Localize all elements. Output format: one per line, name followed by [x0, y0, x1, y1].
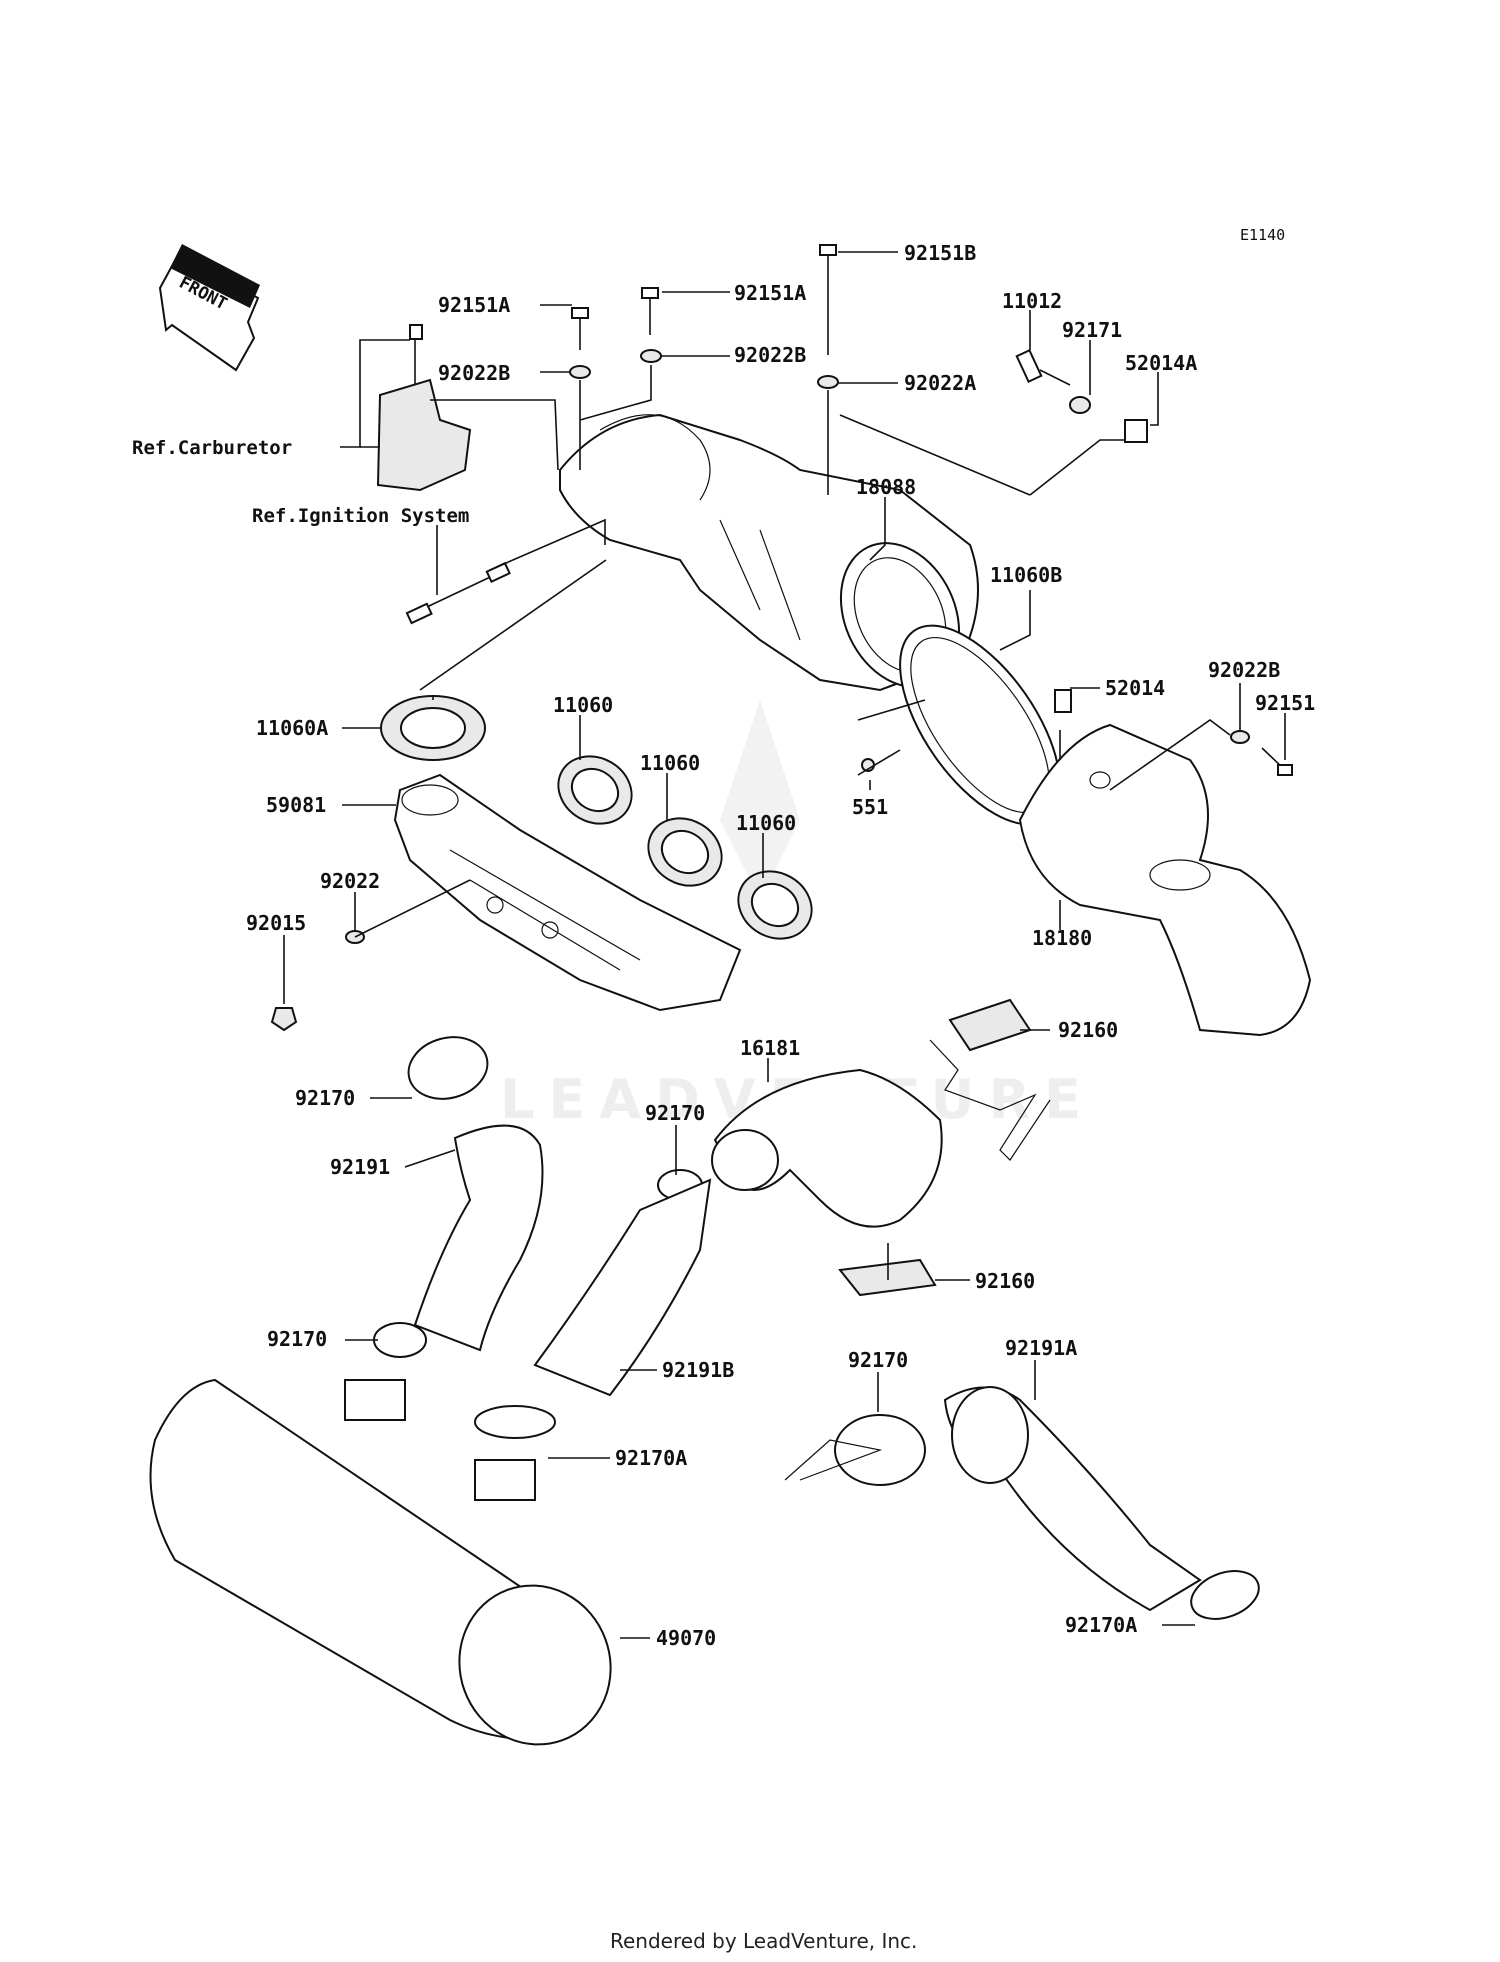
drawing-code: E1140 [1240, 226, 1285, 244]
hose-16181 [711, 1068, 943, 1228]
washer-nut [270, 930, 365, 1032]
temperature-sensor [1015, 349, 1148, 443]
part-label-49070[interactable]: 49070 [656, 1626, 716, 1650]
part-label-551[interactable]: 551 [852, 795, 888, 819]
gaskets [380, 624, 1061, 940]
part-label-92151A-left[interactable]: 92151A [438, 293, 510, 317]
leader-lines [283, 251, 1286, 1639]
right-bolt [1230, 730, 1293, 776]
part-label-92191A[interactable]: 92191A [1005, 1336, 1077, 1360]
exhaust-manifold [393, 773, 742, 1012]
part-label-11060A[interactable]: 11060A [256, 716, 328, 740]
muffler [149, 1378, 612, 1746]
part-label-92171[interactable]: 92171 [1062, 318, 1122, 342]
part-label-16181[interactable]: 16181 [740, 1036, 800, 1060]
part-label-18180[interactable]: 18180 [1032, 926, 1092, 950]
part-label-92022A[interactable]: 92022A [904, 371, 976, 395]
part-label-92170A-left[interactable]: 92170A [615, 1446, 687, 1470]
part-label-59081[interactable]: 59081 [266, 793, 326, 817]
part-label-92170-upper-left[interactable]: 92170 [295, 1086, 355, 1110]
part-label-11012[interactable]: 11012 [1002, 289, 1062, 313]
outlet-cover [1018, 689, 1312, 1037]
ignition-cable [405, 561, 511, 625]
clamps [373, 1036, 1260, 1620]
part-label-92170-center[interactable]: 92170 [645, 1101, 705, 1125]
part-label-52014A[interactable]: 52014A [1125, 351, 1197, 375]
part-label-92170A-right[interactable]: 92170A [1065, 1613, 1137, 1637]
hoses [413, 1124, 1202, 1612]
bolts-top [569, 244, 839, 389]
footer-credit: Rendered by LeadVenture, Inc. [610, 1929, 917, 1953]
parts-drawing [149, 244, 1312, 1746]
part-label-11060B[interactable]: 11060B [990, 563, 1062, 587]
part-label-92160-top[interactable]: 92160 [1058, 1018, 1118, 1042]
part-label-92022B-right[interactable]: 92022B [1208, 658, 1280, 682]
part-label-92191B[interactable]: 92191B [662, 1358, 734, 1382]
part-label-11060-3[interactable]: 11060 [736, 811, 796, 835]
ref-ignition-label: Ref.Ignition System [252, 505, 469, 527]
part-label-92022[interactable]: 92022 [320, 869, 380, 893]
part-label-11060-2[interactable]: 11060 [640, 751, 700, 775]
part-label-52014[interactable]: 52014 [1105, 676, 1165, 700]
part-label-92170-lower-left[interactable]: 92170 [267, 1327, 327, 1351]
part-label-92160-bottom[interactable]: 92160 [975, 1269, 1035, 1293]
part-label-92151B[interactable]: 92151B [904, 241, 976, 265]
part-label-92170-right[interactable]: 92170 [848, 1348, 908, 1372]
part-label-92022B-left[interactable]: 92022B [438, 361, 510, 385]
part-label-92022B-center[interactable]: 92022B [734, 343, 806, 367]
ref-carburetor-label: Ref.Carburetor [132, 437, 292, 459]
part-label-92151A-center[interactable]: 92151A [734, 281, 806, 305]
part-label-11060-1[interactable]: 11060 [553, 693, 613, 717]
part-label-92191[interactable]: 92191 [330, 1155, 390, 1179]
part-label-18088[interactable]: 18088 [856, 475, 916, 499]
part-label-92151-right[interactable]: 92151 [1255, 691, 1315, 715]
carburetor-bracket [376, 324, 472, 492]
front-arrow-icon: FRONT [158, 244, 260, 372]
part-label-92015[interactable]: 92015 [246, 911, 306, 935]
